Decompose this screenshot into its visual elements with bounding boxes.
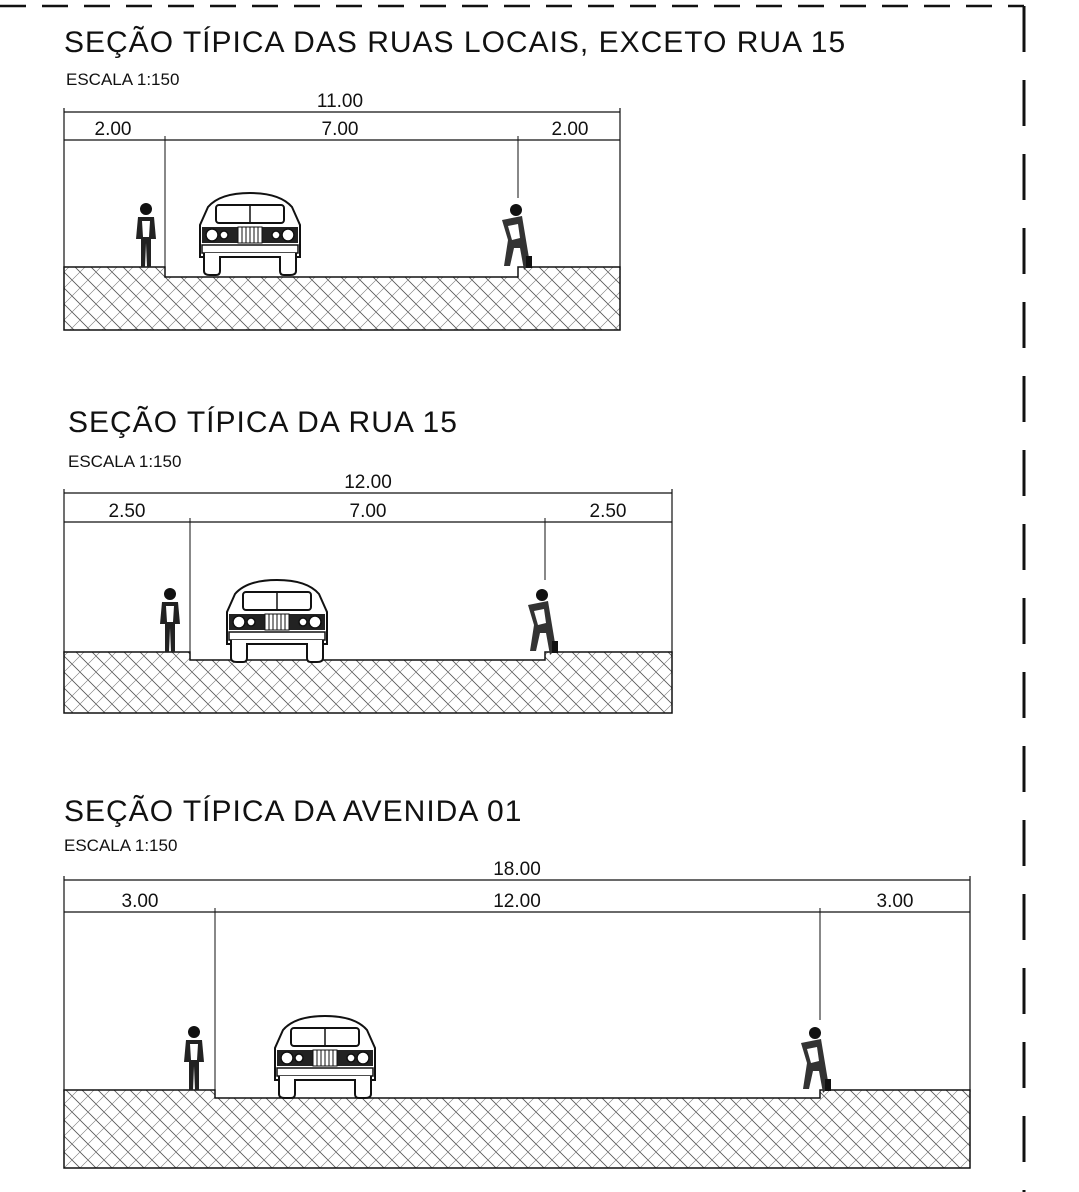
pedestrian-left-icon <box>136 203 156 267</box>
left-sidewalk-label: 2.00 <box>95 119 132 140</box>
section-2-drawing: 12.00 2.50 7.00 2.50 <box>63 472 673 714</box>
svg-text:12.00: 12.00 <box>493 891 541 912</box>
section-3-drawing: 18.00 3.00 12.00 3.00 <box>63 859 971 1169</box>
car-icon <box>199 192 301 276</box>
section-title-rua-15: SEÇÃO TÍPICA DA RUA 15 <box>68 406 458 439</box>
pedestrian-right-icon <box>502 204 532 270</box>
svg-text:18.00: 18.00 <box>493 859 541 880</box>
section-title-avenida-01: SEÇÃO TÍPICA DA AVENIDA 01 <box>64 795 523 828</box>
right-sidewalk-label: 2.00 <box>552 119 589 140</box>
section-scale-rua-15: ESCALA 1:150 <box>68 452 182 471</box>
section-1-drawing: 11.00 2.00 7.00 2.00 <box>63 91 621 331</box>
svg-text:2.50: 2.50 <box>109 501 146 522</box>
total-width-label: 11.00 <box>317 91 363 112</box>
svg-text:7.00: 7.00 <box>350 501 387 522</box>
section-scale-avenida-01: ESCALA 1:150 <box>64 836 178 855</box>
section-title-local-streets: SEÇÃO TÍPICA DAS RUAS LOCAIS, EXCETO RUA… <box>64 26 847 59</box>
svg-text:2.50: 2.50 <box>590 501 627 522</box>
roadway-label: 7.00 <box>322 119 359 140</box>
svg-text:3.00: 3.00 <box>122 891 159 912</box>
section-scale-local-streets: ESCALA 1:150 <box>66 70 180 89</box>
svg-text:3.00: 3.00 <box>877 891 914 912</box>
svg-text:12.00: 12.00 <box>344 472 392 493</box>
